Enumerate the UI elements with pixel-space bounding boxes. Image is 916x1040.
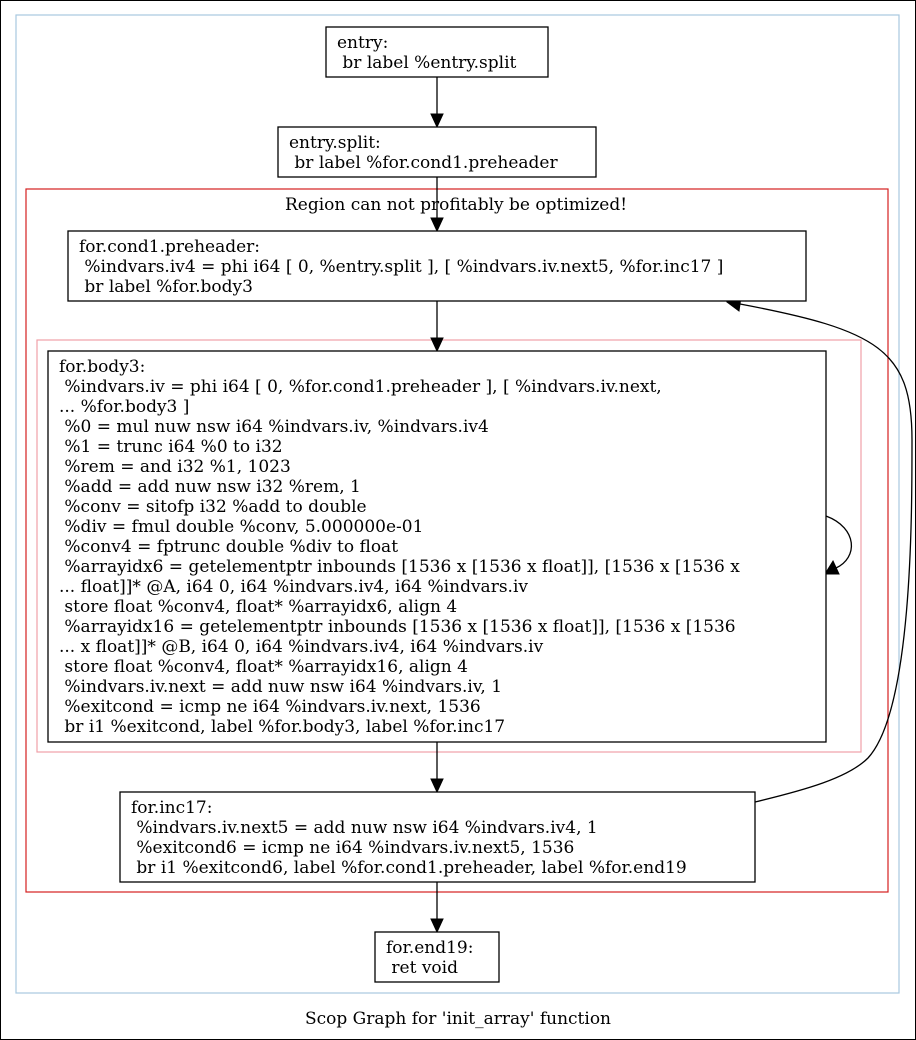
node-entry: entry: br label %entry.split bbox=[325, 26, 549, 78]
region-label: Region can not profitably be optimized! bbox=[285, 195, 627, 215]
code-line: ... %for.body3 ] bbox=[59, 397, 189, 417]
code-line: %exitcond = icmp ne i64 %indvars.iv.next… bbox=[59, 697, 481, 717]
node-for-cond1-preheader-text: for.cond1.preheader: %indvars.iv4 = phi … bbox=[79, 237, 761, 297]
node-for-body3-text: for.body3: %indvars.iv = phi i64 [ 0, %f… bbox=[59, 357, 778, 737]
graph-title: Scop Graph for 'init_array' function bbox=[305, 1009, 611, 1029]
code-line: %rem = and i32 %1, 1023 bbox=[59, 457, 291, 477]
outer-cluster bbox=[15, 14, 900, 994]
node-for-inc17-text: for.inc17: %indvars.iv.next5 = add nuw n… bbox=[131, 798, 714, 878]
edges bbox=[430, 77, 913, 934]
node-for-cond1-preheader: for.cond1.preheader: %indvars.iv4 = phi … bbox=[67, 230, 807, 302]
code-line: %indvars.iv.next5 = add nuw nsw i64 %ind… bbox=[131, 818, 598, 838]
node-for-end19-text: for.end19: ret void bbox=[386, 938, 511, 978]
code-line: %div = fmul double %conv, 5.000000e-01 bbox=[59, 517, 423, 537]
code-line: for.cond1.preheader: bbox=[79, 237, 260, 257]
code-line: %arrayidx16 = getelementptr inbounds [15… bbox=[59, 617, 736, 637]
region-cluster bbox=[25, 188, 889, 893]
arrowhead-preheader bbox=[430, 217, 444, 233]
code-line: %1 = trunc i64 %0 to i32 bbox=[59, 437, 283, 457]
code-line: store float %conv4, float* %arrayidx16, … bbox=[59, 657, 468, 677]
code-line: br label %for.body3 bbox=[79, 277, 253, 297]
code-line: ... x float]]* @B, i64 0, i64 %indvars.i… bbox=[59, 637, 544, 657]
node-for-end19: for.end19: ret void bbox=[374, 931, 511, 983]
code-line: br i1 %exitcond, label %for.body3, label… bbox=[59, 717, 505, 737]
code-line: %exitcond6 = icmp ne i64 %indvars.iv.nex… bbox=[131, 838, 574, 858]
code-line: for.body3: bbox=[59, 357, 145, 377]
node-for-body3: for.body3: %indvars.iv = phi i64 [ 0, %f… bbox=[47, 350, 827, 743]
arrowhead-body3 bbox=[430, 337, 444, 353]
edge-inc17-to-preheader bbox=[739, 303, 913, 803]
edge-body3-self-loop bbox=[825, 515, 852, 569]
code-line: %0 = mul nuw nsw i64 %indvars.iv, %indva… bbox=[59, 417, 489, 437]
code-line: br label %for.cond1.preheader bbox=[289, 153, 558, 173]
arrowhead-inc17 bbox=[430, 778, 444, 794]
code-line: br label %entry.split bbox=[337, 53, 517, 73]
code-line: %indvars.iv = phi i64 [ 0, %for.cond1.pr… bbox=[59, 377, 662, 397]
code-line: ret void bbox=[386, 958, 458, 978]
node-for-inc17: for.inc17: %indvars.iv.next5 = add nuw n… bbox=[119, 791, 756, 883]
code-line: %conv4 = fptrunc double %div to float bbox=[59, 537, 398, 557]
code-line: %conv = sitofp i32 %add to double bbox=[59, 497, 367, 517]
code-line: %add = add nuw nsw i32 %rem, 1 bbox=[59, 477, 361, 497]
arrowhead-entry-split bbox=[430, 113, 444, 129]
code-line: store float %conv4, float* %arrayidx6, a… bbox=[59, 597, 457, 617]
node-for-inc17-box bbox=[119, 791, 756, 883]
code-line: %indvars.iv.next = add nuw nsw i64 %indv… bbox=[59, 677, 502, 697]
code-line: entry: bbox=[337, 33, 388, 53]
code-line: entry.split: bbox=[289, 133, 381, 153]
inner-loop-cluster bbox=[36, 339, 862, 753]
arrowhead-body3-self-loop bbox=[824, 559, 840, 575]
code-line: for.end19: bbox=[386, 938, 473, 958]
node-for-end19-box bbox=[374, 931, 500, 983]
node-entry-split-box bbox=[277, 126, 597, 178]
code-line: ... float]]* @A, i64 0, i64 %indvars.iv4… bbox=[59, 577, 528, 597]
node-entry-split: entry.split: br label %for.cond1.prehead… bbox=[277, 126, 597, 178]
node-for-body3-box bbox=[47, 350, 827, 743]
node-entry-split-text: entry.split: br label %for.cond1.prehead… bbox=[289, 133, 585, 173]
node-entry-text: entry: br label %entry.split bbox=[337, 33, 543, 73]
code-line: br i1 %exitcond6, label %for.cond1.prehe… bbox=[131, 858, 687, 878]
code-line: %indvars.iv4 = phi i64 [ 0, %entry.split… bbox=[79, 257, 723, 277]
node-for-cond1-preheader-box bbox=[67, 230, 807, 302]
code-line: %arrayidx6 = getelementptr inbounds [153… bbox=[59, 557, 740, 577]
code-line: for.inc17: bbox=[131, 798, 212, 818]
node-entry-box bbox=[325, 26, 549, 78]
arrowhead-end19 bbox=[430, 918, 444, 934]
